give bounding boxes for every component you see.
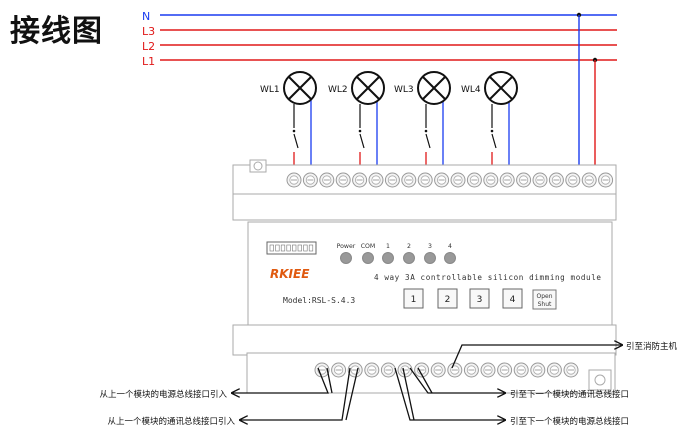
channel-button-2[interactable]: 2 (437, 288, 458, 309)
bottom-terminal (364, 362, 380, 378)
switch-blade (359, 133, 365, 149)
top-terminal (516, 172, 532, 188)
top-terminal (302, 172, 318, 188)
switch-blade (425, 133, 431, 149)
top-terminal (581, 172, 597, 188)
line-label-l1: L1 (142, 55, 155, 68)
top-terminals (286, 172, 614, 188)
top-terminal (532, 172, 548, 188)
bottom-terminal (331, 362, 347, 378)
top-terminal (401, 172, 417, 188)
top-terminal (598, 172, 614, 188)
lower-body (232, 324, 617, 356)
channel-button-3[interactable]: 3 (469, 288, 490, 309)
bottom-terminal (430, 362, 446, 378)
lamp-4: WL4 (461, 71, 518, 178)
top-terminal (319, 172, 335, 188)
lamp-3: WL3 (394, 71, 451, 178)
svg-text:3: 3 (428, 243, 432, 250)
bottom-terminal (530, 362, 546, 378)
label-fire-host: 引至消防主机 (626, 341, 678, 352)
bottom-terminal (546, 362, 562, 378)
panel-content: Power COM 1 2 3 4 RKIEE 4 way 3A controllable… (266, 241, 602, 310)
bottom-terminal (513, 362, 529, 378)
lamps: WL1 WL2 WL3 WL4 (260, 71, 518, 178)
line-label-l2: L2 (142, 40, 155, 53)
diagram-title: 接线图 (10, 14, 103, 49)
upper-body (232, 193, 617, 221)
indicator-led: 1 (382, 243, 394, 264)
bus-drops (576, 12, 598, 178)
dip-switch (266, 241, 317, 255)
svg-text:4: 4 (448, 243, 452, 250)
top-terminal (335, 172, 351, 188)
label-prev-comm: 从上一个模块的通讯总线接口引入 (107, 416, 235, 427)
top-terminal (450, 172, 466, 188)
indicator-led: 4 (444, 243, 456, 264)
top-terminal (434, 172, 450, 188)
bottom-terminal (447, 362, 463, 378)
label-next-power: 引至下一个模块的电源总线接口 (510, 416, 629, 427)
shut-label: Shut (538, 301, 552, 308)
svg-text:1: 1 (386, 243, 390, 250)
mount-lug-right (588, 369, 612, 391)
channel-button-4[interactable]: 4 (502, 288, 523, 309)
bottom-terminal (347, 362, 363, 378)
svg-text:COM: COM (361, 243, 376, 250)
switch-blade (491, 133, 497, 149)
indicator-led: 3 (424, 243, 436, 264)
top-terminal (548, 172, 564, 188)
indicator-led: Power (337, 243, 356, 264)
svg-text:1: 1 (411, 295, 417, 305)
mount-lug-left (249, 159, 267, 173)
bottom-terminal (380, 362, 396, 378)
top-terminal (466, 172, 482, 188)
lamp-1: WL1 (260, 71, 317, 178)
lamp-label: WL4 (461, 85, 481, 95)
top-terminal (483, 172, 499, 188)
top-terminal (352, 172, 368, 188)
lamp-2: WL2 (328, 71, 385, 178)
label-next-comm: 引至下一个模块的通讯总线接口 (510, 389, 629, 400)
open-label: Open (536, 293, 552, 300)
svg-text:3: 3 (477, 295, 483, 305)
model-number: Model:RSL-S.4.3 (283, 296, 355, 305)
bottom-terminal (414, 362, 430, 378)
svg-text:4: 4 (510, 295, 516, 305)
top-terminal (368, 172, 384, 188)
brand-logo: RKIEE (270, 267, 310, 281)
bottom-terminal (463, 362, 479, 378)
bottom-terminal (497, 362, 513, 378)
line-label-n: N (142, 10, 150, 23)
svg-text:2: 2 (407, 243, 411, 250)
bus-lines (160, 14, 617, 61)
top-terminal (417, 172, 433, 188)
annotation-arrows (232, 345, 622, 420)
bottom-terminal (563, 362, 579, 378)
lamp-label: WL3 (394, 85, 414, 95)
indicator-led: COM (361, 243, 376, 264)
indicator-led: 2 (403, 243, 415, 264)
top-terminal (499, 172, 515, 188)
svg-text:2: 2 (445, 295, 451, 305)
switch-blade (293, 133, 299, 149)
svg-text:Power: Power (337, 243, 356, 250)
top-terminal (384, 172, 400, 188)
lamp-label: WL2 (328, 85, 348, 95)
channel-button-1[interactable]: 1 (403, 288, 424, 309)
bottom-terminal (480, 362, 496, 378)
top-terminal (565, 172, 581, 188)
lamp-label: WL1 (260, 85, 280, 95)
top-terminal (286, 172, 302, 188)
module-description: 4 way 3A controllable silicon dimming mo… (374, 273, 602, 282)
label-prev-power: 从上一个模块的电源总线接口引入 (99, 389, 227, 400)
line-label-l3: L3 (142, 25, 155, 38)
open-shut-button[interactable]: Open Shut (532, 289, 557, 310)
